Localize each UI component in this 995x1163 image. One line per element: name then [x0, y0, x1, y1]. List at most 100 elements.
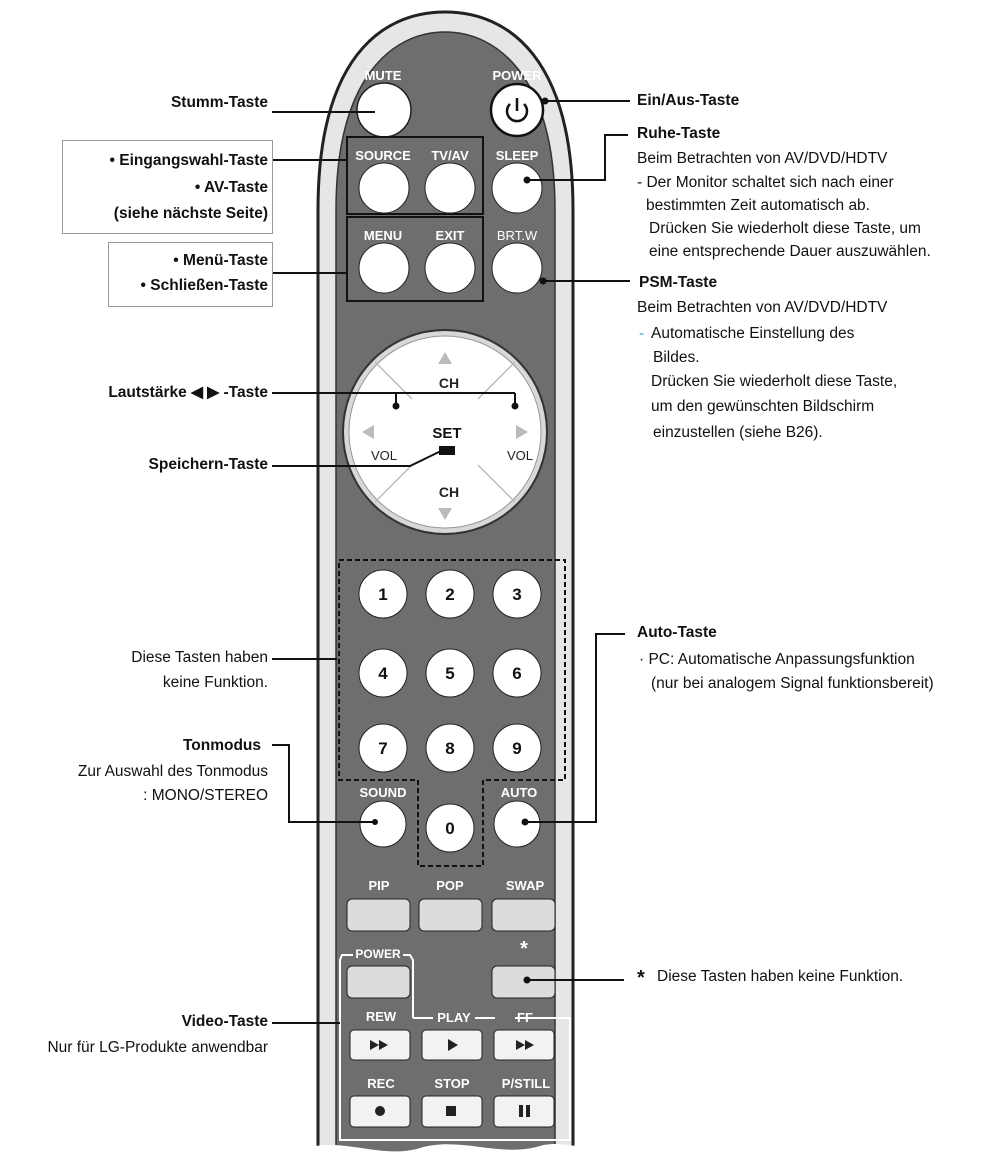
vol-left-label: VOL: [371, 448, 397, 463]
psm-callout-3: Bildes.: [653, 349, 700, 366]
digit-button-9[interactable]: [492, 723, 542, 773]
sound-button[interactable]: [359, 800, 407, 848]
psm-callout-6: einzustellen (siehe B26).: [653, 424, 823, 441]
sound-callout-title: Tonmodus: [182, 737, 261, 754]
psm-callout-5: um den gewünschten Bildschirm: [651, 398, 875, 415]
asterisk-button[interactable]: [491, 965, 556, 999]
input-callout-1: • Eingangswahl-Taste: [109, 152, 268, 169]
nav-left-arrow-icon: [362, 425, 374, 439]
digit-button-2[interactable]: [425, 569, 475, 619]
sleep-callout-title: Ruhe-Taste: [637, 125, 721, 142]
menu-label: MENU: [364, 228, 402, 243]
digit-label-3: 3: [512, 585, 521, 604]
auto-callout-title: Auto-Taste: [637, 624, 717, 641]
power-label: POWER: [492, 68, 542, 83]
psm-callout-dash: -: [639, 325, 645, 342]
digit-label-9: 9: [512, 739, 521, 758]
menu-button[interactable]: [358, 242, 410, 294]
digit-button-5[interactable]: [425, 648, 475, 698]
stop-icon: [446, 1106, 456, 1116]
nav-down-arrow-icon: [438, 508, 452, 520]
pop-button[interactable]: [418, 898, 483, 932]
mute-callout: Stumm-Taste: [170, 94, 268, 111]
video-power-label: POWER: [355, 947, 401, 961]
auto-label: AUTO: [501, 785, 538, 800]
exit-button[interactable]: [424, 242, 476, 294]
vol-right-label: VOL: [507, 448, 533, 463]
digit-button-8[interactable]: [425, 723, 475, 773]
set-button[interactable]: [439, 446, 455, 455]
digits-callout-1: Diese Tasten haben: [131, 649, 268, 666]
star-callout-text: Diese Tasten haben keine Funktion.: [657, 968, 904, 985]
digit-button-7[interactable]: [358, 723, 408, 773]
swap-button[interactable]: [491, 898, 556, 932]
digit-button-4[interactable]: [358, 648, 408, 698]
sleep-button[interactable]: [491, 162, 543, 214]
volume-callout: Lautstärke ◀ ▶ -Taste: [108, 384, 268, 401]
sleep-label: SLEEP: [496, 148, 539, 163]
mute-label: MUTE: [365, 68, 402, 83]
sleep-callout-5: eine entsprechende Dauer auszuwählen.: [649, 243, 931, 260]
star-callout-symbol: *: [637, 967, 645, 989]
ch-down-label: CH: [439, 484, 459, 500]
digit-label-5: 5: [445, 664, 454, 683]
auto-callout-2: (nur bei analogem Signal funktionsbereit…: [651, 675, 934, 692]
digit-label-1: 1: [378, 585, 387, 604]
digits-dashed-box: [338, 559, 566, 867]
pause-icon: [519, 1105, 530, 1117]
pip-button[interactable]: [346, 898, 411, 932]
digits-callout-2: keine Funktion.: [162, 674, 268, 691]
auto-callout-1: · PC: Automatische Anpassungsfunktion: [639, 651, 915, 668]
menu-group-box: [346, 216, 484, 302]
video-power-button[interactable]: [346, 965, 411, 999]
tvav-button[interactable]: [424, 162, 476, 214]
digit-button-3[interactable]: [492, 569, 542, 619]
sleep-callout-3: bestimmten Zeit automatisch ab.: [646, 197, 870, 214]
sleep-callout-2: - Der Monitor schaltet sich nach einer: [637, 174, 894, 191]
nav-up-arrow-icon: [438, 352, 452, 364]
digit-label-7: 7: [378, 739, 387, 758]
play-icon: [448, 1039, 458, 1051]
psm-callout-2: Automatische Einstellung des: [651, 325, 855, 342]
brtw-button[interactable]: [491, 242, 543, 294]
exit-label: EXIT: [436, 228, 465, 243]
pstill-label: P/STILL: [502, 1076, 550, 1091]
rec-icon: [375, 1106, 385, 1116]
source-group-box: [346, 136, 484, 215]
pstill-button[interactable]: [493, 1095, 555, 1128]
sleep-callout-4: Drücken Sie wiederholt diese Taste, um: [649, 220, 921, 237]
menu-callout-1: • Menü-Taste: [173, 252, 268, 269]
digit-label-6: 6: [512, 664, 521, 683]
pip-label: PIP: [369, 878, 390, 893]
digit-button-1[interactable]: [358, 569, 408, 619]
digit-label-4: 4: [378, 664, 388, 683]
psm-callout-title: PSM-Taste: [639, 274, 718, 291]
sound-callout-1: Zur Auswahl des Tonmodus: [77, 763, 268, 780]
tvav-label: TV/AV: [431, 148, 469, 163]
source-label: SOURCE: [355, 148, 411, 163]
digit-label-2: 2: [445, 585, 454, 604]
stop-label: STOP: [434, 1076, 469, 1091]
power-icon: [505, 98, 529, 123]
sleep-callout-1: Beim Betrachten von AV/DVD/HDTV: [637, 150, 888, 167]
mute-button[interactable]: [356, 82, 412, 138]
sound-callout-2: : MONO/STEREO: [143, 787, 268, 804]
source-button[interactable]: [358, 162, 410, 214]
rew-icon: [370, 1040, 388, 1050]
digit-button-0[interactable]: [425, 803, 475, 853]
set-label: SET: [432, 425, 461, 442]
video-callout-title: Video-Taste: [181, 1013, 268, 1030]
ff-label: FF: [517, 1010, 533, 1025]
digit-button-6[interactable]: [492, 648, 542, 698]
input-callout-2: • AV-Taste: [194, 179, 268, 196]
video-bracket: [339, 954, 571, 1141]
menu-callout-box: [108, 242, 273, 307]
pop-label: POP: [436, 878, 464, 893]
auto-button[interactable]: [493, 800, 541, 848]
psm-callout-4: Drücken Sie wiederholt diese Taste,: [651, 373, 898, 390]
nav-right-arrow-icon: [516, 425, 528, 439]
input-callout-3: (siehe nächste Seite): [113, 205, 268, 222]
asterisk-label: *: [520, 938, 528, 960]
